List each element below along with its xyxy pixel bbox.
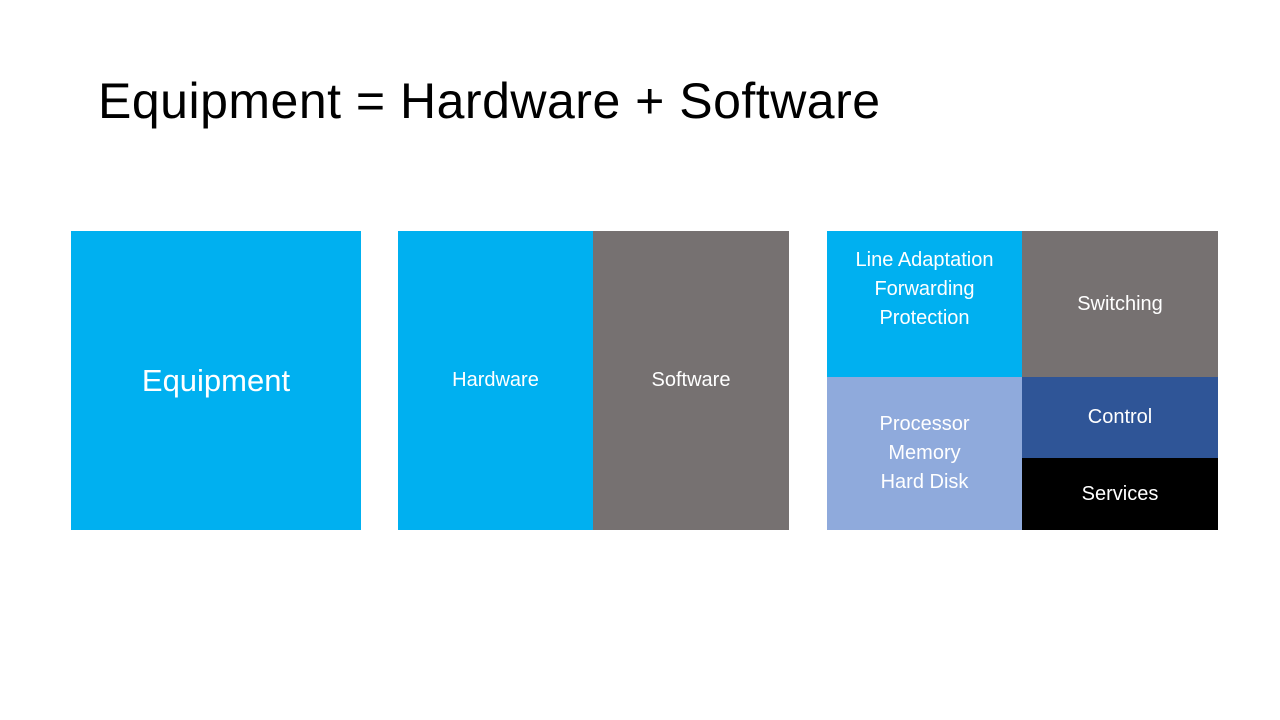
line-forwarding-protection-box: Line Adaptation Forwarding Protection <box>827 231 1022 377</box>
services-label: Services <box>1081 482 1159 505</box>
hardware-label: Hardware <box>452 369 539 391</box>
line-adaptation-label: Line Adaptation <box>855 249 994 271</box>
software-label: Software <box>651 369 731 391</box>
switching-label: Switching <box>1077 292 1163 315</box>
hard-disk-label: Hard Disk <box>880 471 969 493</box>
software-box: Software <box>593 231 789 530</box>
services-box: Services <box>1022 458 1218 530</box>
memory-label: Memory <box>888 442 961 464</box>
forwarding-label: Forwarding <box>874 278 975 300</box>
equipment-label: Equipment <box>141 363 291 398</box>
slide-title: Equipment = Hardware + Software <box>98 73 881 129</box>
switching-box: Switching <box>1022 231 1218 377</box>
equipment-box: Equipment <box>71 231 361 530</box>
processor-memory-disk-box: Processor Memory Hard Disk <box>827 377 1022 530</box>
control-box: Control <box>1022 377 1218 458</box>
hardware-box: Hardware <box>398 231 593 530</box>
control-label: Control <box>1087 406 1153 428</box>
processor-label: Processor <box>879 413 970 435</box>
protection-label: Protection <box>879 307 970 329</box>
